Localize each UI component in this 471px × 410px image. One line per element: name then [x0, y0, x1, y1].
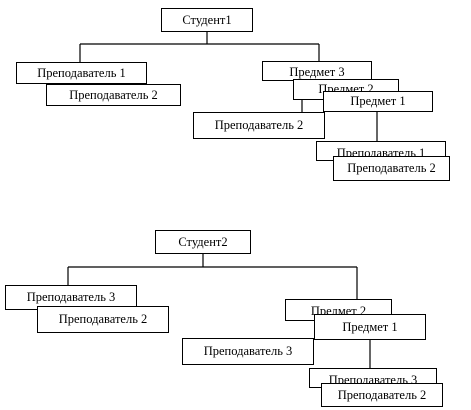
- root-node: Студент1: [161, 8, 253, 32]
- node-label: Преподаватель 3: [26, 290, 116, 305]
- node-label: Преподаватель 3: [203, 344, 293, 359]
- subject-node: Предмет 3: [262, 61, 372, 81]
- teacher-node: Преподаватель 2: [37, 306, 169, 333]
- teacher-node: Преподаватель 2: [321, 383, 443, 407]
- node-label: Предмет 3: [289, 65, 345, 79]
- node-label: Предмет 1: [350, 94, 406, 109]
- node-label: Преподаватель 2: [214, 118, 304, 133]
- teacher-node: Преподаватель 3: [5, 285, 137, 310]
- subject-node: Предмет 1: [314, 314, 426, 340]
- node-label: Преподаватель 2: [58, 312, 148, 327]
- teacher-node: Преподаватель 3: [182, 338, 314, 365]
- root-node: Студент2: [155, 230, 251, 254]
- node-label: Студент1: [182, 12, 232, 27]
- node-label: Преподаватель 2: [69, 87, 158, 102]
- node-label: Преподаватель 1: [37, 65, 126, 80]
- node-label: Студент2: [178, 234, 228, 249]
- teacher-node: Преподаватель 2: [193, 112, 325, 139]
- teacher-node: Преподаватель 1: [16, 62, 147, 84]
- node-label: Преподаватель 2: [347, 161, 436, 176]
- node-label: Предмет 1: [342, 319, 398, 334]
- node-label: Преподаватель 2: [337, 387, 427, 402]
- subject-node: Предмет 1: [323, 91, 433, 112]
- teacher-node: Преподаватель 2: [46, 84, 181, 106]
- teacher-node: Преподаватель 2: [333, 156, 450, 181]
